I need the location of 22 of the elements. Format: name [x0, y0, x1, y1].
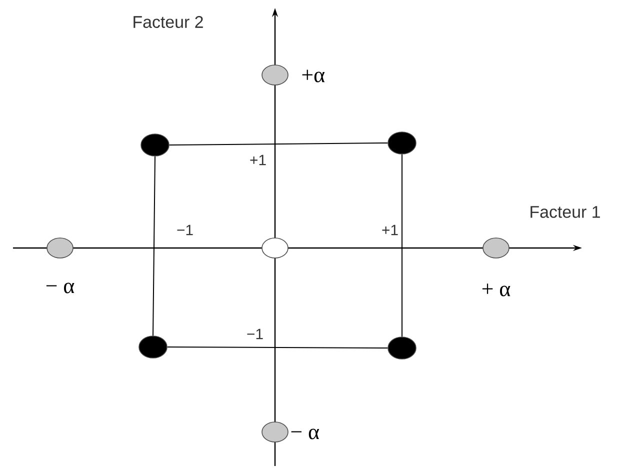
design-point [46, 238, 74, 258]
tick-label: +1 [382, 224, 398, 236]
design-point [262, 64, 288, 86]
square-side [168, 142, 388, 146]
design-point [388, 336, 416, 360]
tick-label: +1 [250, 154, 266, 166]
design-point [262, 422, 288, 442]
level-label: + α [482, 284, 510, 296]
design-point [138, 336, 168, 358]
design-point [482, 238, 510, 258]
square-side [152, 156, 156, 336]
tick-label: −1 [177, 224, 193, 236]
design-point [388, 132, 416, 154]
axis-title: Facteur 2 [134, 16, 203, 28]
tick-label: −1 [247, 328, 263, 340]
axis-title: Facteur 1 [530, 206, 600, 218]
level-label: − α [291, 428, 320, 440]
square-side [166, 346, 388, 348]
level-label: − α [46, 282, 74, 294]
level-label: +α [302, 70, 325, 82]
design-point [140, 134, 170, 156]
design-point [262, 238, 288, 258]
